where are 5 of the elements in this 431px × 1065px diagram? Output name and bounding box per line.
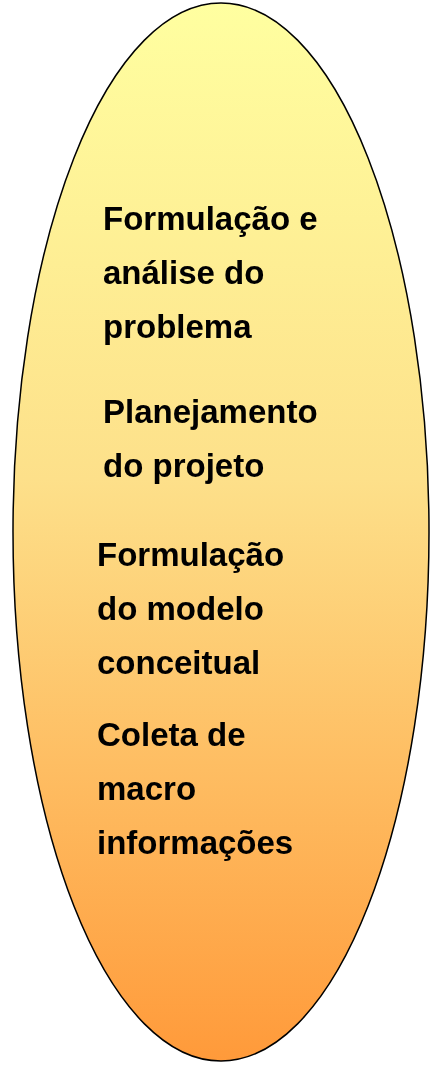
stage-text: Coleta de macro informações (97, 715, 295, 863)
stage-text: Formulação do modelo conceitual (97, 535, 286, 683)
stage-text: Formulação e análise do problema (103, 199, 319, 347)
stage-text: Planejamento do projeto (103, 392, 319, 486)
ellipse-shape (12, 2, 430, 1062)
